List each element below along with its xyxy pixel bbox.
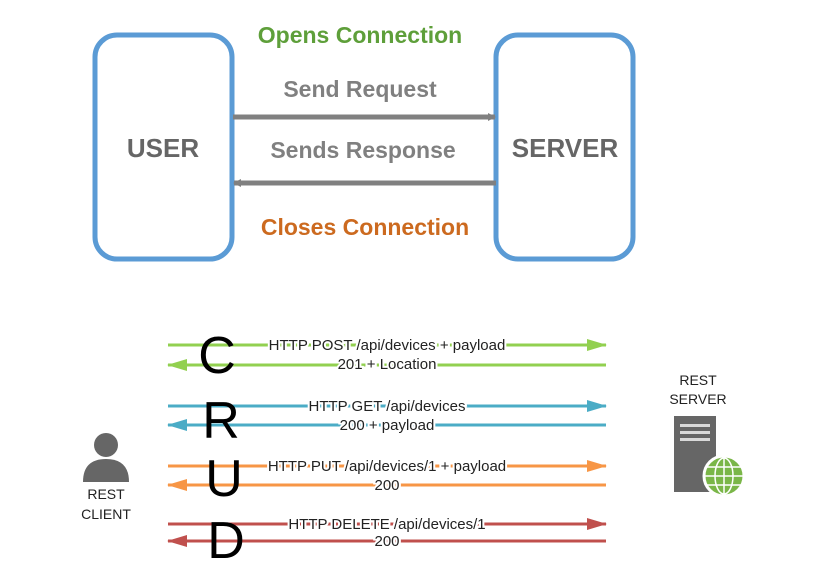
- delete-request-label: HTTP DELETE /api/devices/1: [288, 516, 485, 533]
- post-response-label: 201 + Location: [338, 356, 437, 373]
- client-label-line-2: CLIENT: [81, 506, 131, 522]
- server-label: SERVER: [512, 133, 619, 163]
- crud-letter-c: C: [198, 327, 236, 385]
- server-box: [493, 32, 636, 262]
- put-request-label: HTTP PUT /api/devices/1 + payload: [268, 458, 506, 475]
- user-icon: [83, 433, 129, 482]
- delete-response-label: 200: [374, 533, 399, 550]
- closes-connection-label: Closes Connection: [261, 214, 469, 240]
- server-label-line-1: REST: [679, 372, 717, 388]
- user-box: [92, 32, 235, 262]
- send-request-label: Send Request: [283, 76, 437, 102]
- crud-letter-u: U: [205, 450, 243, 508]
- client-label-line-1: REST: [87, 486, 125, 502]
- user-label: USER: [127, 133, 199, 163]
- opens-connection-label: Opens Connection: [258, 22, 462, 48]
- put-response-label: 200: [374, 477, 399, 494]
- server-label-line-2: SERVER: [669, 391, 726, 407]
- get-request-label: HTTP GET /api/devices: [308, 398, 465, 415]
- post-request-label: HTTP POST /api/devices + payload: [269, 337, 506, 354]
- server-globe-icon: [674, 416, 746, 498]
- crud-letter-d: D: [207, 512, 245, 570]
- crud-letter-r: R: [202, 392, 240, 450]
- get-response-label: 200 + payload: [340, 417, 435, 434]
- sends-response-label: Sends Response: [270, 137, 455, 163]
